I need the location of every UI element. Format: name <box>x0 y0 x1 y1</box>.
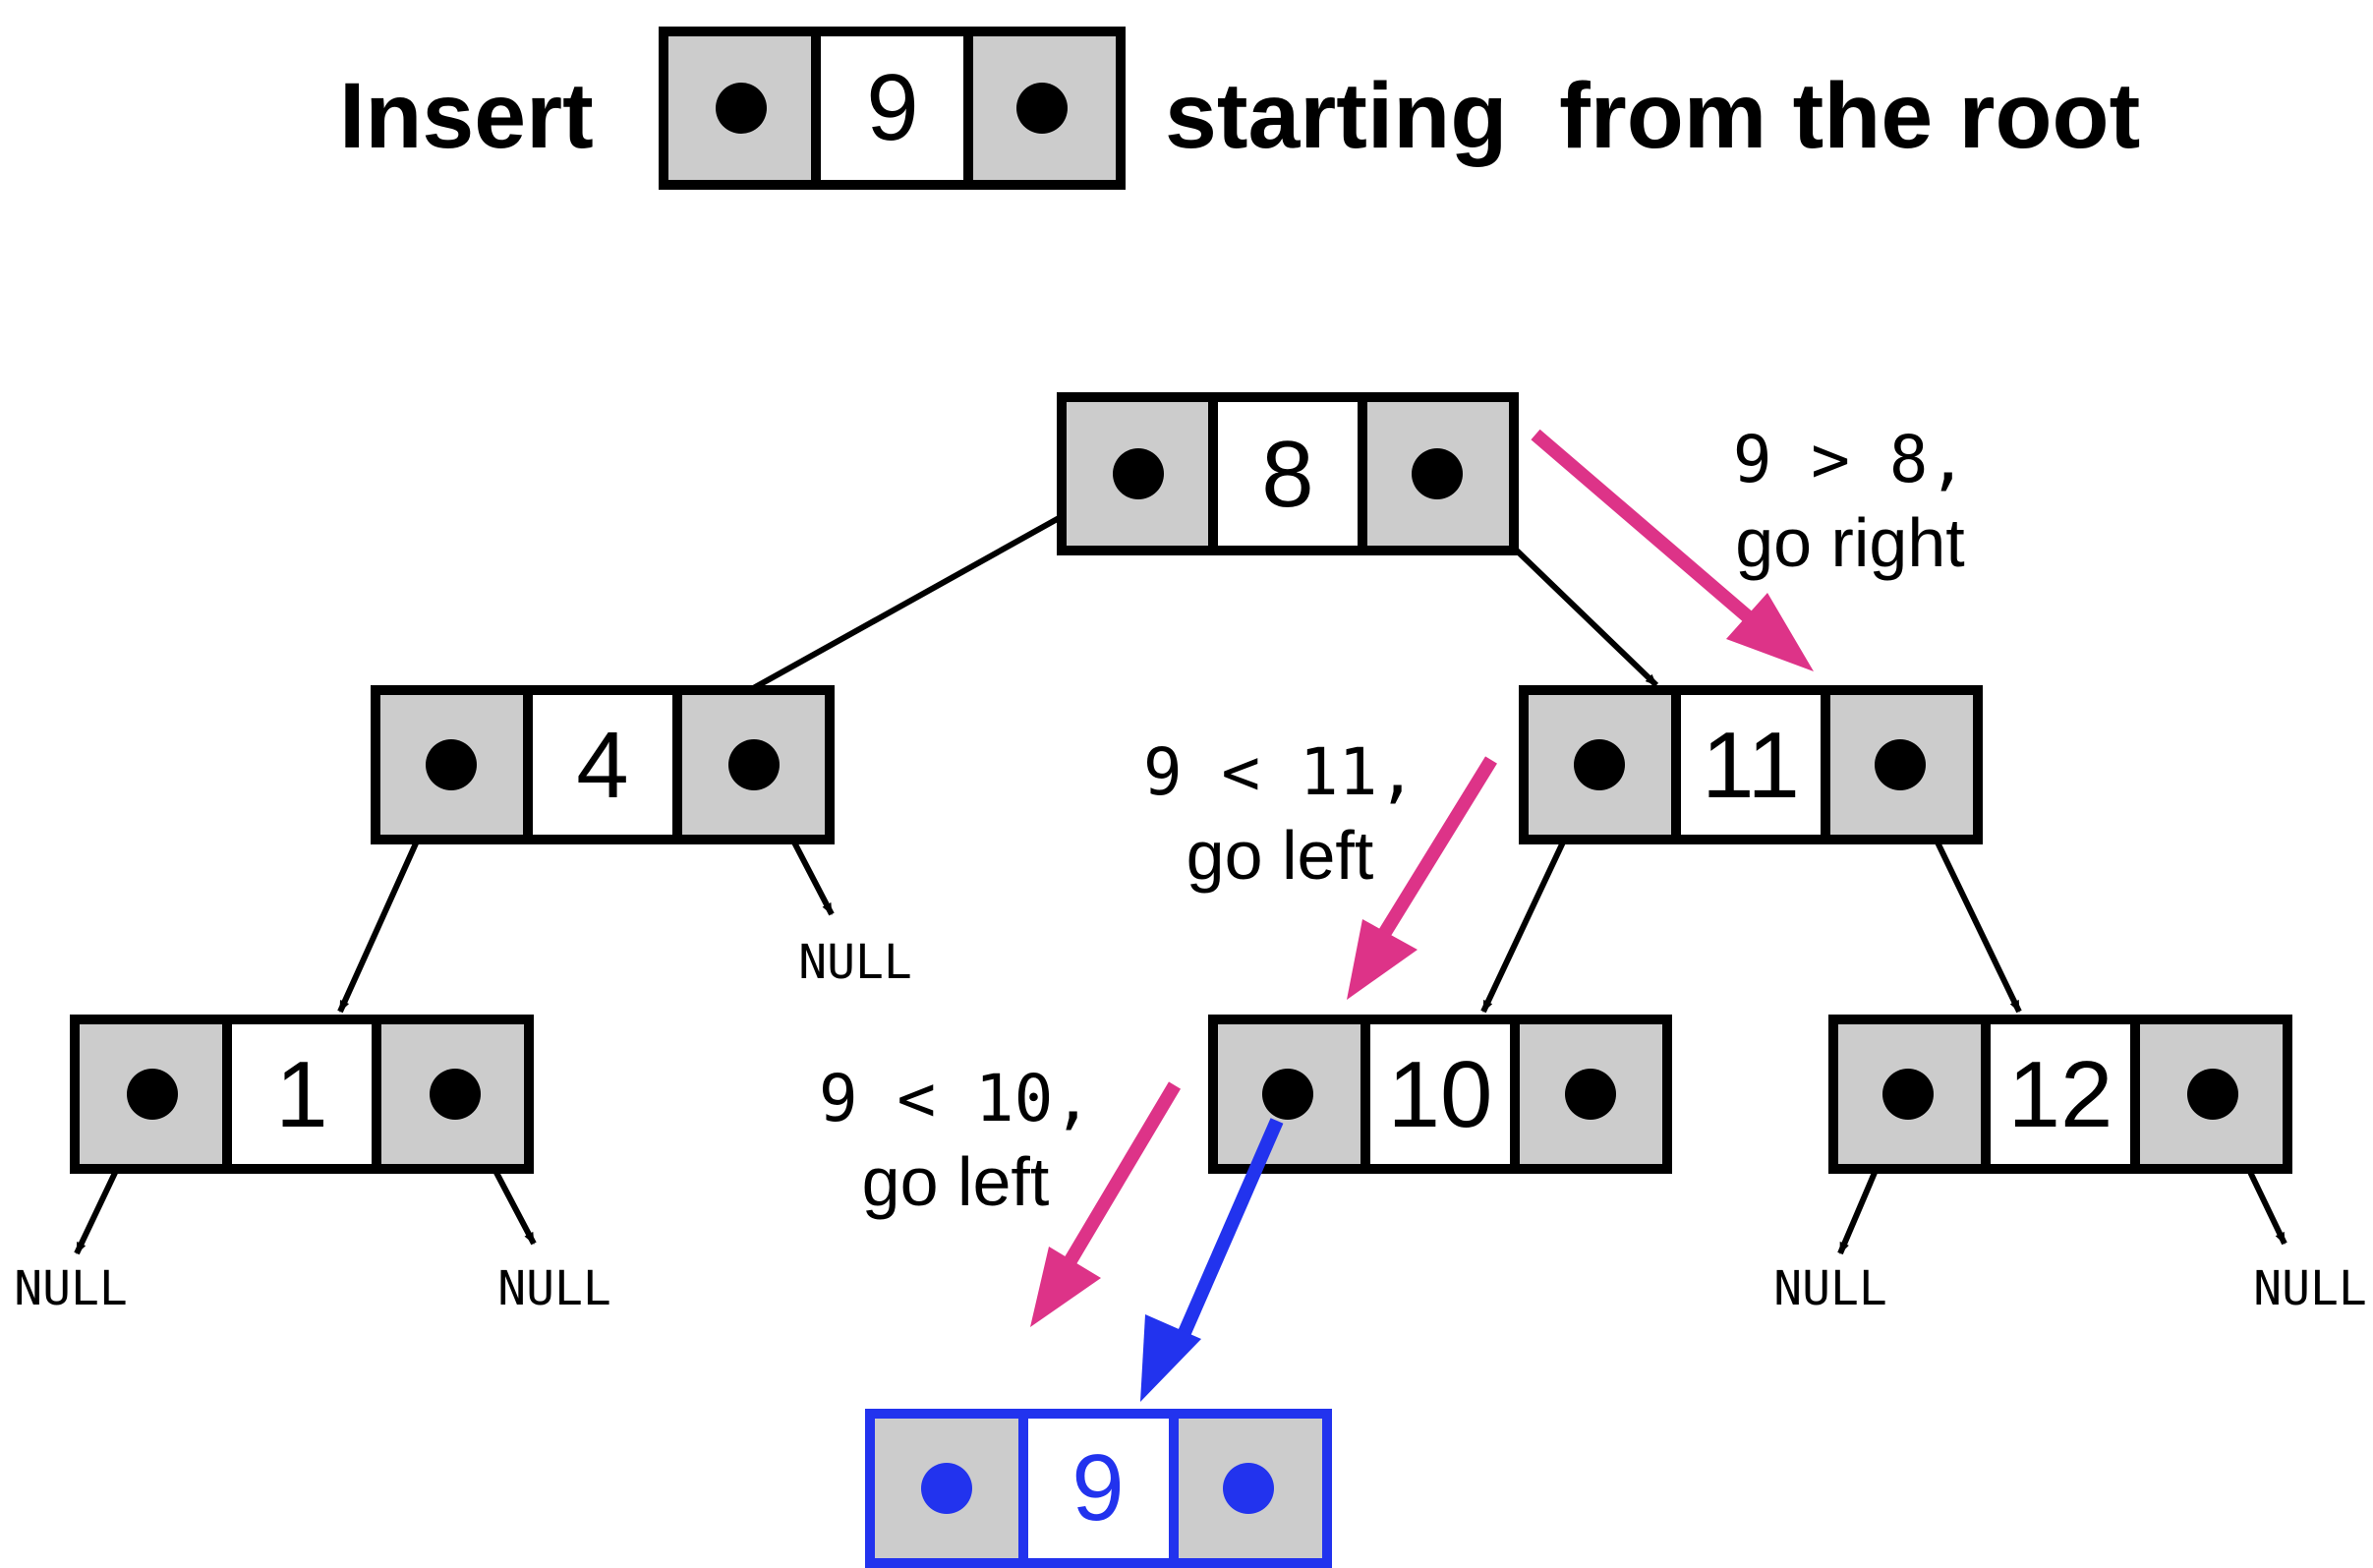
left-pointer-dot <box>716 83 767 134</box>
right-pointer-dot <box>1875 739 1926 790</box>
traversal-arrow-right-at-8 <box>1531 429 1814 671</box>
left-pointer-dot <box>1574 739 1625 790</box>
left-pointer-dot <box>1113 448 1164 499</box>
null-label-4-right: NULL <box>798 935 912 990</box>
header-node-value: 9 <box>866 55 918 160</box>
right-pointer-dot <box>1016 83 1068 134</box>
null-label-12-right: NULL <box>2253 1261 2367 1316</box>
left-pointer-dot <box>921 1463 972 1514</box>
inserted-node-value: 9 <box>1071 1435 1124 1540</box>
right-pointer-dot <box>1223 1463 1274 1514</box>
left-pointer-dot <box>1262 1069 1313 1120</box>
node-value: 10 <box>1388 1042 1493 1147</box>
node-10: 10 <box>1208 1015 1672 1174</box>
insert-link-10-to-9 <box>1140 1118 1284 1402</box>
node-value: 4 <box>576 713 628 818</box>
right-pointer-dot <box>430 1069 481 1120</box>
node-value: 8 <box>1261 422 1313 527</box>
step-1-action: go right <box>1735 504 1964 581</box>
inserted-node-9: 9 <box>865 1409 1332 1568</box>
null-label-1-left: NULL <box>14 1261 128 1316</box>
traversal-arrow-left-at-10 <box>1030 1081 1182 1327</box>
null-label-12-left: NULL <box>1773 1261 1887 1316</box>
node-value: 1 <box>275 1042 327 1147</box>
header-insert-label: Insert <box>339 64 594 168</box>
step-2-compare: 9 < 11, <box>1143 734 1417 810</box>
left-pointer-dot <box>1882 1069 1934 1120</box>
right-pointer-dot <box>728 739 780 790</box>
header-suffix-label: starting from the root <box>1165 64 2140 168</box>
traversal-arrow-left-at-11 <box>1347 756 1497 1000</box>
node-12: 12 <box>1828 1015 2292 1174</box>
right-pointer-dot <box>1412 448 1463 499</box>
step-3-compare: 9 < 10, <box>819 1061 1092 1136</box>
node-1: 1 <box>70 1015 534 1174</box>
node-4: 4 <box>371 685 835 844</box>
step-1-compare: 9 > 8, <box>1733 422 1967 497</box>
step-3-action: go left <box>862 1143 1050 1220</box>
left-pointer-dot <box>127 1069 178 1120</box>
left-pointer-dot <box>426 739 477 790</box>
node-value: 11 <box>1702 713 1800 818</box>
node-value: 12 <box>2008 1042 2113 1147</box>
step-2-action: go left <box>1186 817 1374 894</box>
right-pointer-dot <box>1565 1069 1616 1120</box>
node-11: 11 <box>1519 685 1983 844</box>
right-pointer-dot <box>2187 1069 2238 1120</box>
node-8: 8 <box>1057 392 1519 555</box>
header-node-9: 9 <box>659 27 1126 190</box>
null-label-1-right: NULL <box>497 1261 611 1316</box>
